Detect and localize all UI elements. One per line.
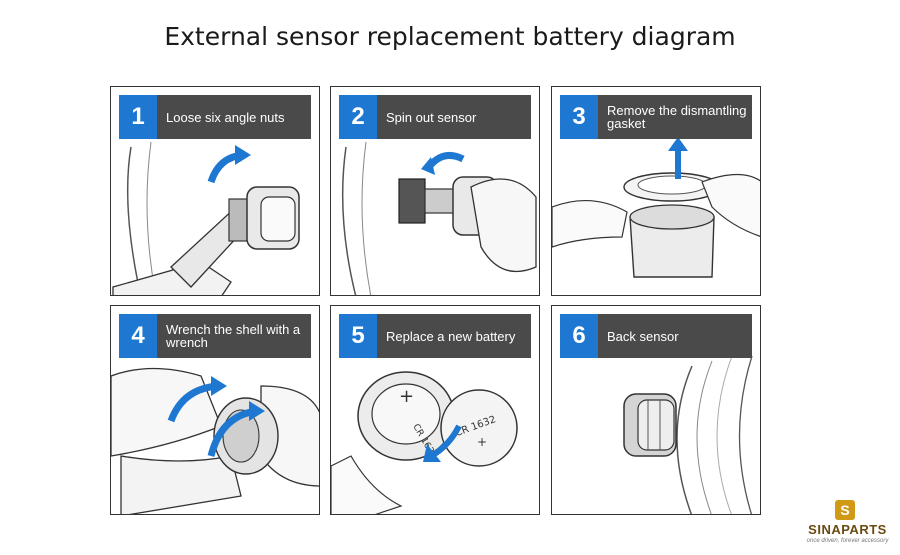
svg-text:+: +: [477, 435, 487, 449]
step-banner-3: 3 Remove the dismantling gasket: [560, 95, 752, 139]
step-panel-4: 4 Wrench the shell with a wrench: [110, 305, 320, 515]
remove-gasket-illustration: [552, 137, 760, 278]
step-panel-3: 3 Remove the dismantling gasket: [551, 86, 761, 296]
step-banner-6: 6 Back sensor: [560, 314, 752, 358]
logo-tagline: once driven, forever accessory: [806, 538, 889, 544]
back-sensor-illustration: [623, 355, 753, 514]
svg-text:+: +: [399, 386, 414, 407]
step-label-5: Replace a new battery: [386, 328, 516, 344]
step-banner-5: 5 Replace a new battery: [339, 314, 531, 358]
step-label-6: Back sensor: [607, 328, 679, 344]
step-banner-1: 1 Loose six angle nuts: [119, 95, 311, 139]
step-panel-1: 1 Loose six angle nuts: [110, 86, 320, 296]
step-number-1: 1: [119, 95, 157, 139]
step-banner-4: 4 Wrench the shell with a wrench: [119, 314, 311, 358]
loosen-nut-illustration: [112, 141, 300, 295]
step-panel-5: + CR 1632 CR 1632 + 5 Replace a new batt…: [330, 305, 540, 515]
step-number-4: 4: [119, 314, 157, 358]
replace-battery-illustration: + CR 1632 CR 1632 +: [331, 371, 518, 514]
step-number-3: 3: [560, 95, 598, 139]
step-label-1: Loose six angle nuts: [166, 109, 285, 125]
page-title: External sensor replacement battery diag…: [164, 22, 736, 51]
step-number-2: 2: [339, 95, 377, 139]
step-label-2: Spin out sensor: [386, 109, 477, 125]
wrench-shell-illustration: [111, 367, 319, 514]
logo-name: SINAPARTS: [808, 522, 887, 537]
step-panel-6: 6 Back sensor: [551, 305, 761, 515]
spin-out-sensor-illustration: [341, 141, 537, 295]
step-banner-2: 2 Spin out sensor: [339, 95, 531, 139]
step-number-6: 6: [560, 314, 598, 358]
step-label-4: Wrench the shell with a wrench: [166, 322, 301, 350]
step-panel-2: 2 Spin out sensor: [330, 86, 540, 296]
logo-icon: S: [835, 500, 855, 520]
step-number-5: 5: [339, 314, 377, 358]
brand-logo: S SINAPARTS once driven, forever accesso…: [800, 500, 895, 550]
step-label-3: Remove the dismantling gasket: [607, 103, 747, 131]
